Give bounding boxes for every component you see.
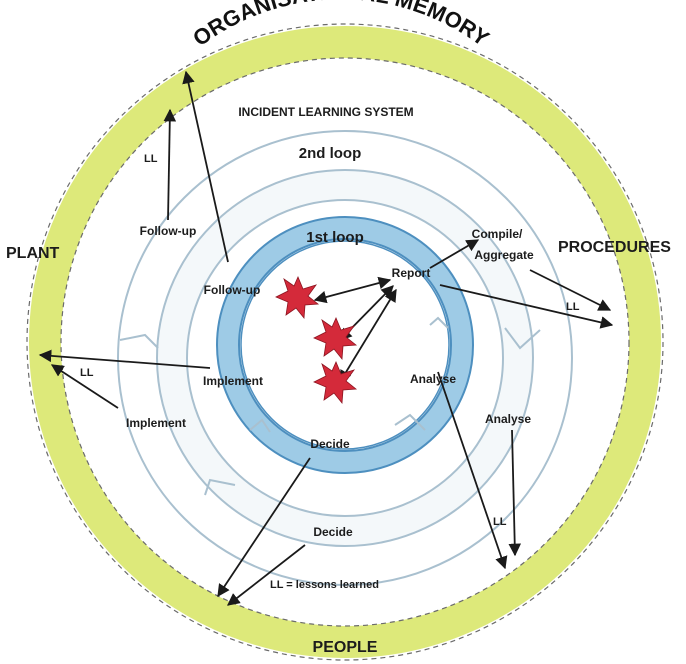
arrow-second-follow-up-to-memory — [163, 108, 177, 221]
plant-label: PLANT — [6, 245, 60, 262]
second-aggregate-label: Aggregate — [474, 248, 534, 262]
outer-boundary — [26, 23, 664, 661]
incident-star-icon — [313, 360, 358, 405]
incident-stars — [275, 275, 358, 405]
flow-arrows — [38, 70, 614, 606]
arrow-follow-up-to-memory — [182, 70, 229, 263]
arrow-second-analyse-to-people — [508, 429, 522, 557]
organisational-memory-ring — [29, 26, 661, 658]
first-decide-label: Decide — [310, 437, 350, 451]
incident-star-icon — [313, 316, 358, 361]
arrow-decide-to-people — [217, 457, 311, 598]
first-loop-label: 1st loop — [306, 229, 364, 246]
ll-legend: LL = lessons learned — [270, 579, 379, 591]
second-follow-up-label: Follow-up — [140, 224, 197, 238]
ll-label-plant: LL — [80, 367, 94, 379]
second-loop-label: 2nd loop — [299, 145, 362, 162]
first-implement-label: Implement — [203, 374, 263, 388]
arrow-analyse-to-people — [437, 371, 508, 570]
ll-label-people: LL — [493, 516, 507, 528]
arrow-report-to-procedures — [439, 284, 614, 329]
ll-label-procedures: LL — [566, 301, 580, 313]
first-loop-ring-fill — [218, 218, 472, 472]
arrow-second-implement-to-plant — [50, 364, 119, 409]
first-analyse-label: Analyse — [410, 372, 456, 386]
first-report-label: Report — [392, 266, 431, 280]
people-label: PEOPLE — [313, 639, 378, 656]
second-implement-label: Implement — [126, 416, 186, 430]
arrow-second-decide-to-people — [227, 544, 306, 606]
arrow-report-to-incident-3 — [339, 288, 397, 384]
loop-direction-chevrons — [119, 316, 541, 496]
second-analyse-label: Analyse — [485, 412, 531, 426]
first-follow-up-label: Follow-up — [204, 283, 261, 297]
arrow-implement-to-plant — [38, 349, 211, 369]
arrow-report-to-compile — [429, 239, 480, 269]
procedures-label: PROCEDURES — [558, 239, 671, 256]
ll-label-top: LL — [144, 153, 158, 165]
second-compile-label: Compile/ — [472, 227, 523, 241]
second-decide-label: Decide — [313, 525, 353, 539]
arrow-aggregate-to-procedures — [529, 269, 612, 311]
incident-star-icon — [275, 275, 320, 320]
system-title: INCIDENT LEARNING SYSTEM — [238, 105, 413, 119]
